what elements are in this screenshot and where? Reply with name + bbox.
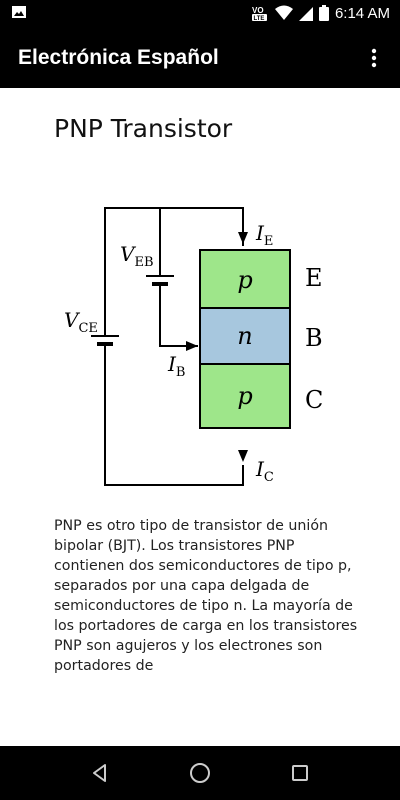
battery-icon bbox=[318, 5, 329, 21]
wifi-icon bbox=[274, 5, 293, 20]
layer-mid-label: n bbox=[237, 322, 252, 350]
image-icon bbox=[12, 6, 26, 18]
pnp-transistor-diagram: p n p E B C IE IB IC VEB VCE bbox=[64, 207, 323, 486]
svg-text:VO: VO bbox=[252, 6, 264, 15]
veb-battery bbox=[146, 275, 174, 286]
description-text: PNP es otro tipo de transistor de unión … bbox=[54, 518, 358, 674]
page-title: PNP Transistor bbox=[54, 114, 233, 143]
back-icon[interactable] bbox=[87, 760, 113, 786]
more-vert-icon[interactable] bbox=[362, 46, 386, 70]
layer-top-label: p bbox=[237, 266, 252, 294]
ic-label: IC bbox=[255, 457, 274, 485]
ib-label: IB bbox=[167, 352, 185, 380]
content-area: PNP Transistor bbox=[0, 88, 400, 746]
collector-layer bbox=[199, 363, 291, 429]
circuit-wires bbox=[104, 207, 244, 486]
ie-label: IE bbox=[255, 221, 273, 249]
terminal-e-label: E bbox=[305, 264, 323, 292]
layer-bot-label: p bbox=[237, 382, 252, 410]
app-title: Electrónica Español bbox=[18, 46, 219, 69]
app-bar: Electrónica Español bbox=[0, 28, 400, 88]
terminal-b-label: B bbox=[305, 324, 323, 352]
signal-icon bbox=[298, 7, 313, 21]
status-bar: VO LTE 6:14 AM bbox=[0, 0, 400, 28]
volte-icon: VO LTE bbox=[251, 6, 267, 22]
home-icon[interactable] bbox=[187, 760, 213, 786]
vce-label: VCE bbox=[64, 308, 98, 336]
svg-text:LTE: LTE bbox=[253, 16, 264, 22]
clock: 6:14 AM bbox=[334, 4, 390, 22]
ie-arrow bbox=[238, 232, 248, 244]
navigation-bar bbox=[0, 746, 400, 800]
recents-icon[interactable] bbox=[287, 760, 313, 786]
emitter-layer bbox=[199, 249, 291, 309]
ib-arrow bbox=[186, 341, 198, 351]
veb-label: VEB bbox=[120, 242, 154, 270]
ic-arrow bbox=[238, 450, 248, 462]
vce-battery bbox=[91, 335, 119, 352]
terminal-c-label: C bbox=[305, 386, 323, 414]
